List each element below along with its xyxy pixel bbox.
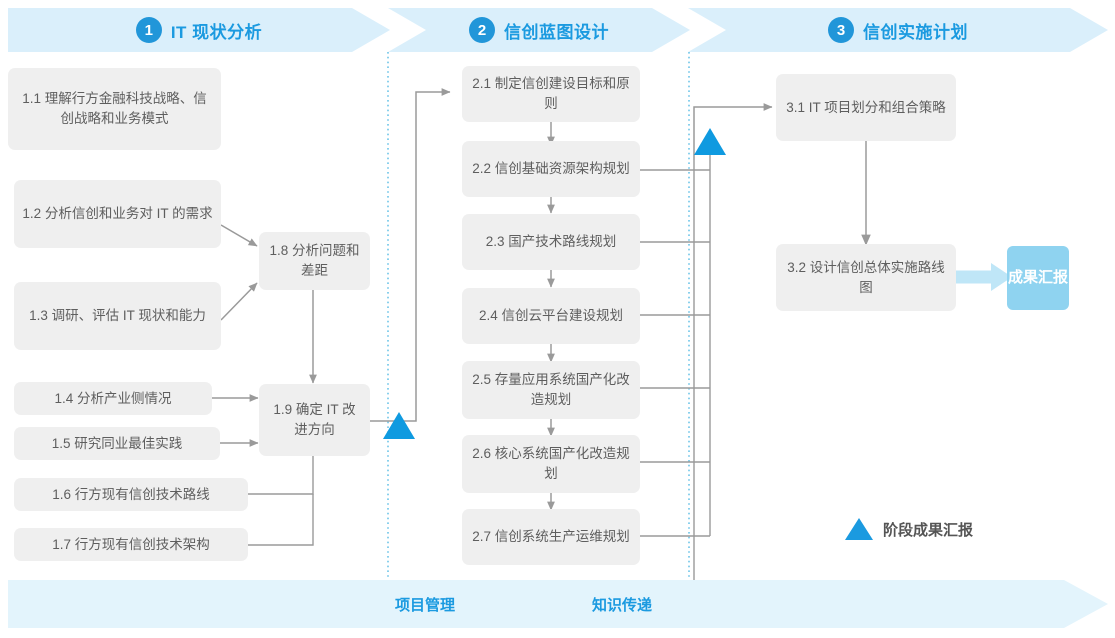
phase-title-2: 信创蓝图设计 (504, 22, 609, 42)
result-badge[interactable]: 成果汇报 (1007, 246, 1069, 310)
task-box-2-6[interactable]: 2.6 核心系统国产化改造规划 (462, 435, 640, 493)
task-box-1-8[interactable]: 1.8 分析问题和差距 (259, 232, 370, 290)
phase-number-2: 2 (469, 17, 495, 43)
bottom-band (8, 580, 1108, 628)
task-box-3-1[interactable]: 3.1 IT 项目划分和组合策略 (776, 74, 956, 141)
phase-header-3-content: 3 信创实施计划 (828, 17, 968, 43)
edge-1-7-to-1-9 (248, 494, 314, 546)
milestone-triangle-icon (845, 518, 873, 540)
legend: 阶段成果汇报 (845, 518, 973, 540)
phase-number-1: 1 (135, 17, 162, 43)
phase-header-1[interactable]: 1 IT 现状分析 (8, 8, 390, 52)
bottom-label-knowledge-transfer: 知识传递 (592, 597, 653, 614)
task-box-1-7[interactable]: 1.7 行方现有信创技术架构 (14, 528, 248, 561)
phase-header-2-content: 2 信创蓝图设计 (469, 17, 609, 43)
task-box-3-2[interactable]: 3.2 设计信创总体实施路线图 (776, 244, 956, 311)
phase-title-1: IT 现状分析 (170, 22, 263, 42)
task-box-1-2[interactable]: 1.2 分析信创和业务对 IT 的需求 (14, 180, 221, 248)
milestone-triangle-phase1 (383, 412, 415, 439)
edge-1-6-to-1-9 (248, 455, 314, 495)
task-box-2-4[interactable]: 2.4 信创云平台建设规划 (462, 288, 640, 344)
milestone-triangle-phase2 (694, 128, 726, 155)
task-box-1-4[interactable]: 1.4 分析产业侧情况 (14, 382, 212, 415)
task-box-2-1[interactable]: 2.1 制定信创建设目标和原则 (462, 66, 640, 122)
edge-1-3-to-1-8 (220, 282, 258, 321)
phase-number-3: 3 (828, 17, 854, 43)
phase-title-3: 信创实施计划 (863, 22, 968, 42)
task-box-1-9[interactable]: 1.9 确定 IT 改进方向 (259, 384, 370, 456)
task-box-1-1[interactable]: 1.1 理解行方金融科技战略、信创战略和业务模式 (8, 68, 221, 150)
task-box-1-3[interactable]: 1.3 调研、评估 IT 现状和能力 (14, 282, 221, 350)
task-box-2-2[interactable]: 2.2 信创基础资源架构规划 (462, 141, 640, 197)
task-box-1-5[interactable]: 1.5 研究同业最佳实践 (14, 427, 220, 460)
phase-header-3[interactable]: 3 信创实施计划 (688, 8, 1108, 52)
task-box-2-5[interactable]: 2.5 存量应用系统国产化改造规划 (462, 361, 640, 419)
legend-label: 阶段成果汇报 (883, 521, 974, 539)
phase-header-1-content: 1 IT 现状分析 (135, 17, 263, 43)
phase-header-2[interactable]: 2 信创蓝图设计 (388, 8, 690, 52)
task-box-2-3[interactable]: 2.3 国产技术路线规划 (462, 214, 640, 270)
bottom-label-project-management: 项目管理 (395, 597, 456, 614)
task-box-2-7[interactable]: 2.7 信创系统生产运维规划 (462, 509, 640, 565)
edge-1-9-to-2-1 (370, 88, 451, 422)
task-box-1-6[interactable]: 1.6 行方现有信创技术路线 (14, 478, 248, 511)
edge-1-2-to-1-8 (220, 224, 258, 247)
